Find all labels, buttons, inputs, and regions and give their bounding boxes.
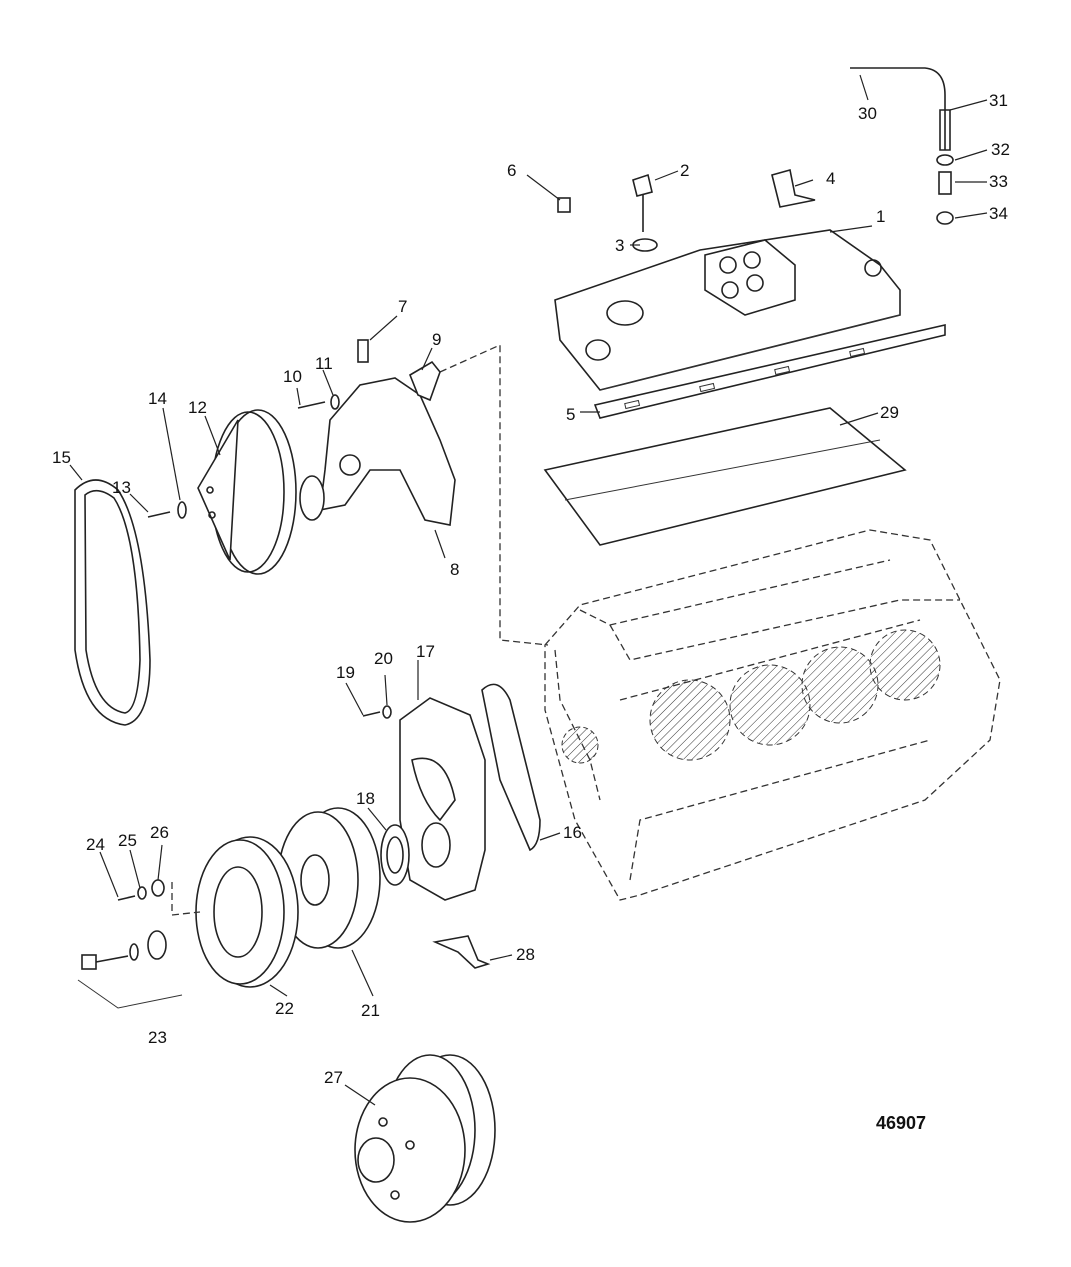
crank-dashed-line — [171, 882, 201, 916]
callout-labels: 1 2 3 4 5 6 7 8 9 10 11 12 13 14 15 16 1… — [52, 91, 1010, 1087]
callout-9: 9 — [432, 330, 441, 349]
crank-pulley — [195, 836, 299, 988]
manifold-gasket — [593, 323, 946, 419]
callout-11: 11 — [315, 354, 333, 373]
figure-code: 46907 — [876, 1113, 926, 1133]
callout-20: 20 — [374, 649, 393, 668]
timing-cover-gasket — [481, 683, 541, 852]
bolt-2 — [632, 173, 653, 232]
pulley-27 — [354, 1054, 496, 1223]
leader-lines — [69, 74, 988, 1106]
callout-8: 8 — [450, 560, 459, 579]
callout-31: 31 — [989, 91, 1008, 110]
washer-11 — [330, 394, 340, 410]
drive-belt — [74, 479, 151, 726]
callout-7: 7 — [398, 297, 407, 316]
callout-17: 17 — [416, 642, 435, 661]
pump-pulley — [197, 409, 297, 575]
callout-34: 34 — [989, 204, 1008, 223]
callout-32: 32 — [991, 140, 1010, 159]
engine-block — [544, 529, 1001, 901]
callout-10: 10 — [283, 367, 302, 386]
bolt-13 — [147, 511, 171, 518]
callout-18: 18 — [356, 789, 375, 808]
valley-pan — [543, 407, 907, 546]
bolt-24 — [117, 895, 136, 901]
callout-19: 19 — [336, 663, 355, 682]
bolt-10 — [297, 401, 326, 409]
bracket-4 — [771, 168, 816, 208]
callout-12: 12 — [188, 398, 207, 417]
washer-26 — [151, 879, 165, 897]
callout-1: 1 — [876, 207, 885, 226]
callout-16: 16 — [563, 823, 582, 842]
bolt-19 — [362, 711, 381, 717]
callout-2: 2 — [680, 161, 689, 180]
callout-26: 26 — [150, 823, 169, 842]
callout-24: 24 — [86, 835, 105, 854]
callout-25: 25 — [118, 831, 137, 850]
washer-14 — [177, 501, 187, 519]
callout-28: 28 — [516, 945, 535, 964]
water-pump — [299, 377, 456, 526]
callout-29: 29 — [880, 403, 899, 422]
timing-cover — [399, 697, 486, 901]
bracket-28 — [432, 935, 491, 969]
callout-4: 4 — [826, 169, 835, 188]
crank-seal — [380, 824, 410, 886]
callout-27: 27 — [324, 1068, 343, 1087]
callout-6: 6 — [507, 161, 516, 180]
callout-30: 30 — [858, 104, 877, 123]
callout-23: 23 — [148, 1028, 167, 1047]
callout-15: 15 — [52, 448, 71, 467]
nut-6 — [557, 197, 571, 213]
stud-7 — [357, 339, 369, 363]
crank-bolt-23 — [77, 930, 183, 1009]
callout-21: 21 — [361, 1001, 380, 1020]
callout-5: 5 — [566, 405, 575, 424]
washer-25 — [137, 886, 147, 900]
callout-14: 14 — [148, 389, 167, 408]
hose-fitting-assembly — [850, 67, 954, 225]
intake-manifold — [554, 229, 901, 391]
callout-33: 33 — [989, 172, 1008, 191]
alignment-line — [439, 343, 549, 646]
pump-gasket-9 — [409, 360, 441, 402]
callout-13: 13 — [112, 478, 131, 497]
callout-22: 22 — [275, 999, 294, 1018]
callout-3: 3 — [615, 236, 624, 255]
washer-20 — [382, 705, 392, 719]
